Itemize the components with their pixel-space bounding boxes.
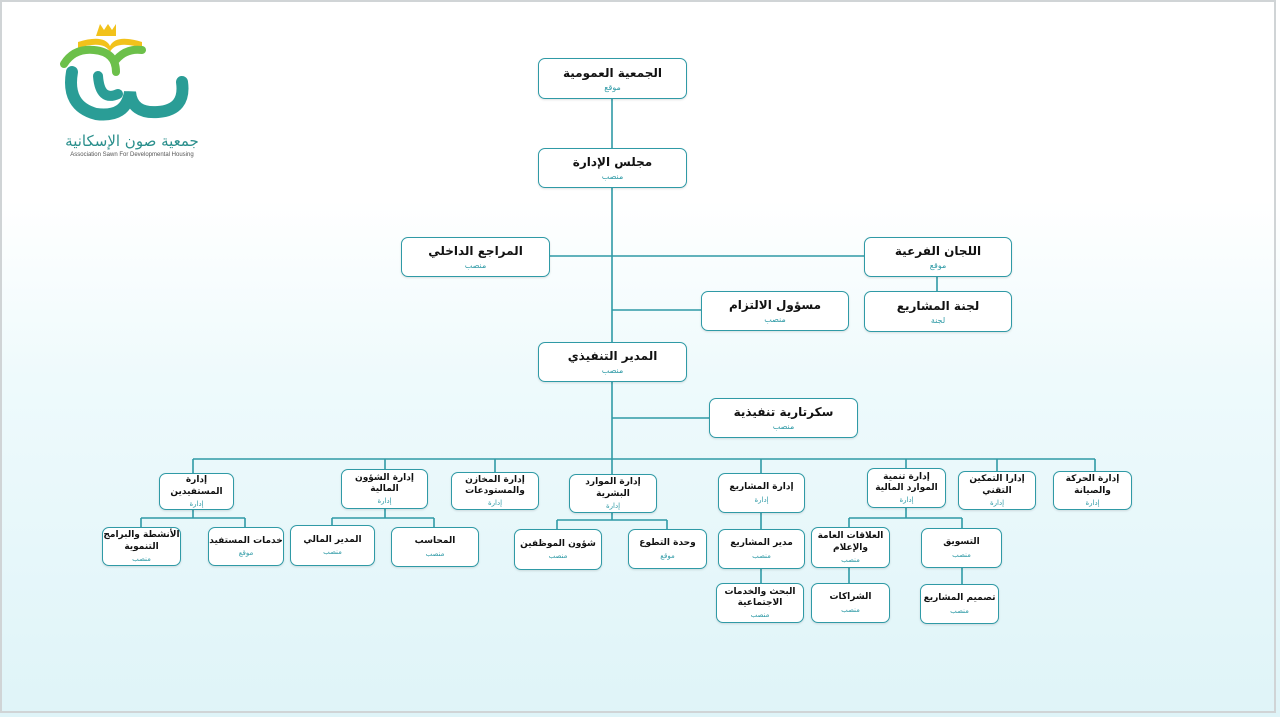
node-projects-manager: مدير المشاريع منصب [718,529,805,569]
node-partnerships: الشراكات منصب [811,583,890,623]
node-title: مجلس الإدارة [572,155,653,169]
node-projects-committee: لجنة المشاريع لجنة [864,291,1012,332]
node-title: البحث والخدمات الاجتماعية [724,586,796,608]
node-subtitle: منصب [752,551,771,560]
node-subtitle: إدارة [989,498,1005,507]
node-title: الأنشطة والبرامج التنموية [103,530,180,552]
node-title: المدير المالي [303,534,362,545]
node-title: المراجع الداخلي [428,244,523,258]
node-title: التسويق [943,537,980,548]
node-resource-development-dept: إدارة تنمية الموارد المالية إدارة [867,468,946,508]
node-financial-manager: المدير المالي منصب [290,525,375,566]
node-general-assembly: الجمعية العمومية موقع [538,58,687,99]
node-internal-auditor: المراجع الداخلي منصب [401,237,550,277]
node-financial-affairs-dept: إدارة الشؤون المالية إدارة [341,469,428,509]
node-title: إدارة المشاريع [729,482,794,493]
node-compliance-officer: مسؤول الالتزام منصب [701,291,849,331]
node-title: المحاسب [414,536,456,547]
node-title: إدارة المخازن والمستودعات [465,474,525,496]
node-subtitle: إدارة [605,501,621,510]
node-sub-committees: اللجان الفرعية موقع [864,237,1012,277]
node-warehouses-dept: إدارة المخازن والمستودعات إدارة [451,472,539,510]
node-title: العلاقات العامة والإعلام [817,531,884,553]
node-subtitle: منصب [841,555,860,564]
node-subtitle: موقع [660,551,675,560]
node-subtitle: منصب [425,549,445,558]
node-executive-director: المدير التنفيذي منصب [538,342,687,382]
node-title: اللجان الفرعية [894,244,982,258]
node-subtitle: منصب [601,366,624,375]
node-subtitle: منصب [764,315,786,324]
node-mobility-maintenance-dept: إدارة الحركة والصيانة إدارة [1053,471,1132,510]
node-hr-dept: إدارة الموارد البشرية إدارة [569,474,657,513]
node-beneficiaries-dept: إدارة المستفيدين إدارة [159,473,234,510]
node-employee-affairs: شؤون الموظفين منصب [514,529,602,570]
node-title: إدارا التمكين التقني [969,474,1025,496]
node-title: إدارة الحركة والصيانة [1065,474,1120,496]
node-subtitle: منصب [750,611,770,620]
node-research-social-services: البحث والخدمات الاجتماعية منصب [716,583,804,623]
node-subtitle: منصب [841,605,860,614]
node-activities-programs: الأنشطة والبرامج التنموية منصب [102,527,181,566]
association-logo: جمعية صون الإسكانية Association Sawn For… [52,20,212,170]
node-title: تصميم المشاريع [923,593,996,604]
node-subtitle: موقع [929,261,947,270]
node-subtitle: موقع [238,549,254,558]
node-marketing: التسويق منصب [921,528,1002,568]
node-subtitle: منصب [601,172,624,181]
node-subtitle: لجنة [930,315,946,325]
node-title: شؤون الموظفين [520,538,596,549]
logo-emblem-icon [60,24,189,121]
node-title: إدارة الشؤون المالية [355,472,414,494]
node-projects-dept: إدارة المشاريع إدارة [718,473,805,513]
node-title: الشراكات [829,592,872,603]
node-subtitle: إدارة [754,495,769,504]
node-board: مجلس الإدارة منصب [538,148,687,188]
node-pr-media: العلاقات العامة والإعلام منصب [811,527,890,568]
logo-arabic-name: جمعية صون الإسكانية [65,132,199,150]
node-executive-secretariat: سكرتارية تنفيذية منصب [709,398,858,438]
node-title: لجنة المشاريع [896,298,980,313]
node-subtitle: منصب [950,606,969,615]
node-title: مدير المشاريع [730,538,793,549]
node-subtitle: منصب [772,422,795,431]
node-subtitle: منصب [952,550,971,559]
node-subtitle: إدارة [899,496,914,505]
node-subtitle: إدارة [189,499,204,508]
node-title: الجمعية العمومية [563,65,663,80]
node-title: خدمات المستفيد [209,535,283,546]
node-subtitle: إدارة [1085,498,1100,507]
node-subtitle: إدارة [377,497,392,506]
node-title: إدارة المستفيدين [170,475,223,497]
node-title: المدير التنفيذي [567,349,658,363]
node-project-design: تصميم المشاريع منصب [920,584,999,624]
node-title: وحدة التطوع [639,538,696,549]
node-volunteer-unit: وحدة التطوع موقع [628,529,707,569]
node-subtitle: موقع [604,82,621,92]
node-subtitle: منصب [464,261,487,270]
node-subtitle: منصب [323,548,342,557]
node-subtitle: منصب [548,552,568,561]
node-title: سكرتارية تنفيذية [733,405,834,419]
node-subtitle: إدارة [487,499,503,508]
node-title: إدارة تنمية الموارد المالية [875,471,938,493]
node-subtitle: منصب [132,554,151,563]
node-beneficiary-services: خدمات المستفيد موقع [208,527,284,566]
node-accountant: المحاسب منصب [391,527,479,567]
node-title: مسؤول الالتزام [728,298,822,312]
logo-english-name: Association Sawn For Developmental Housi… [70,152,194,158]
node-title: إدارة الموارد البشرية [585,477,641,499]
node-tech-enablement-dept: إدارا التمكين التقني إدارة [958,471,1036,510]
